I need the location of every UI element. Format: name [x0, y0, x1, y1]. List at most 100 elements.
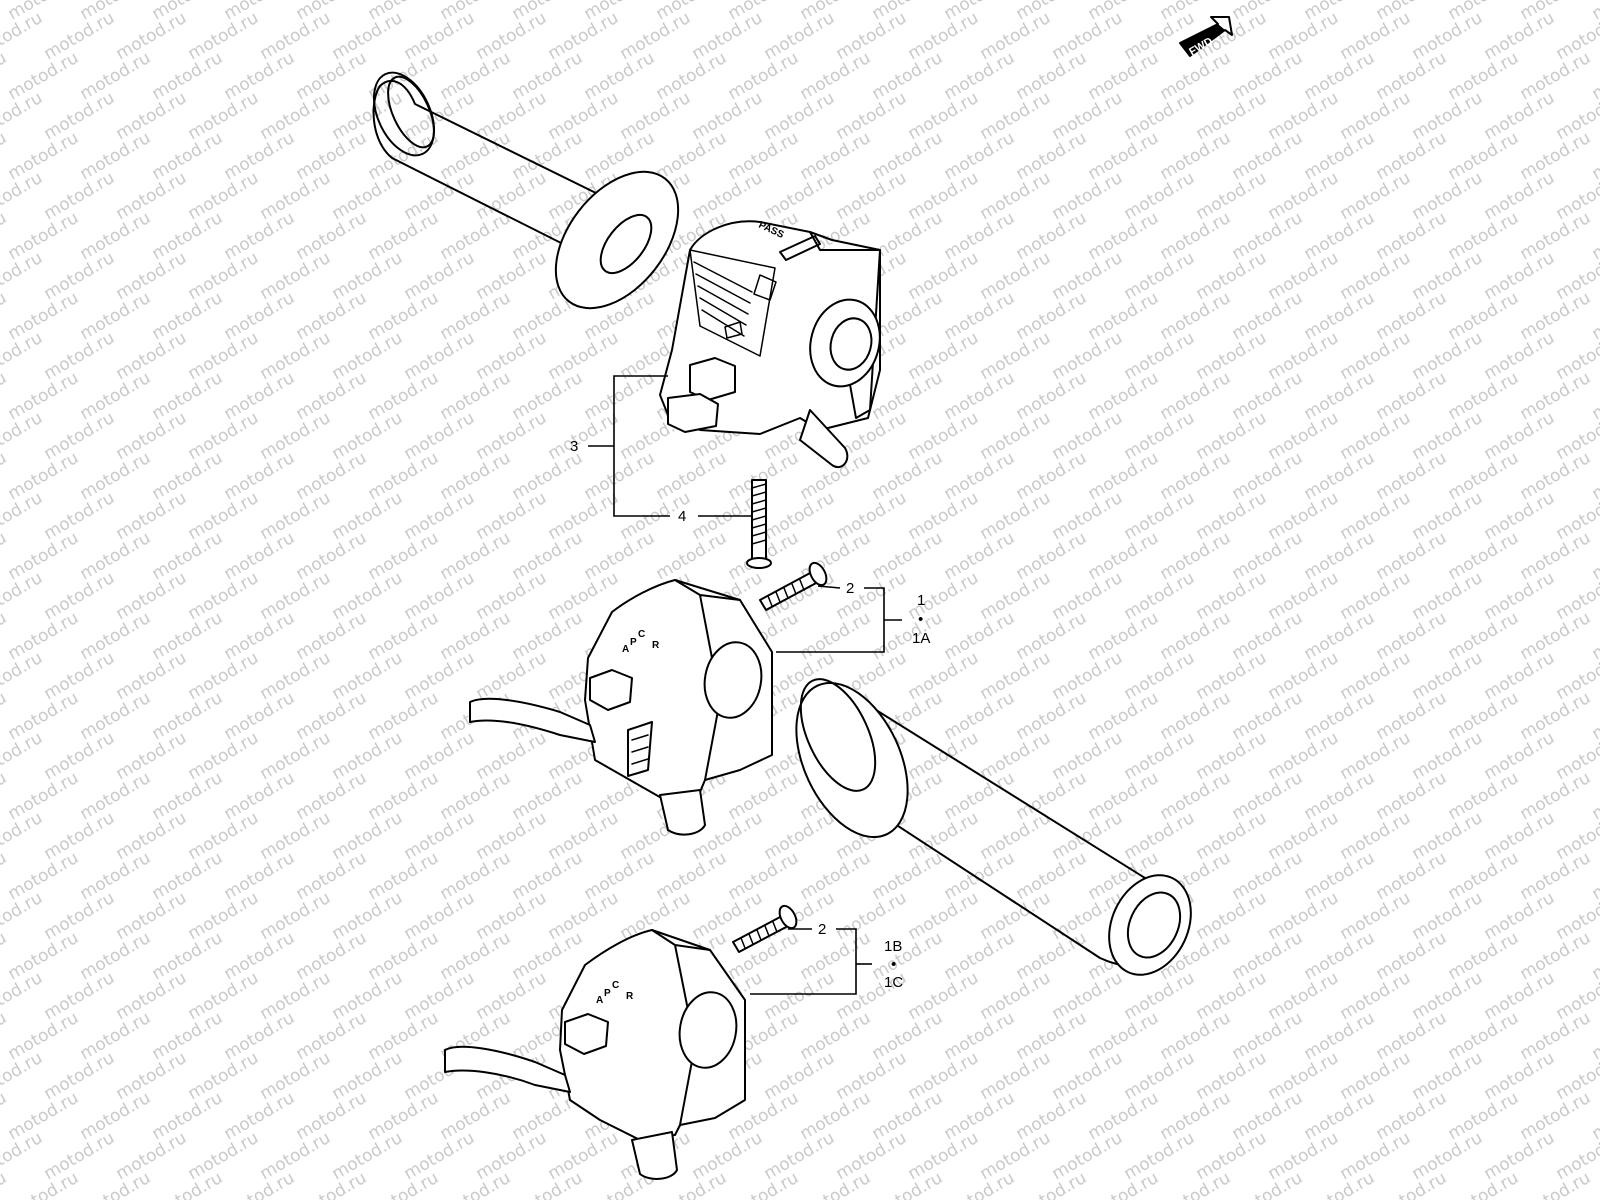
watermark-text: motod.ru: [977, 408, 1055, 464]
watermark-text: motod.ru: [977, 88, 1055, 144]
watermark-text: motod.ru: [1013, 928, 1091, 984]
watermark-text: motod.ru: [1121, 248, 1199, 304]
watermark-text: motod.ru: [509, 448, 587, 504]
watermark-text: motod.ru: [653, 848, 731, 904]
watermark-text: motod.ru: [185, 728, 263, 784]
watermark-text: motod.ru: [365, 368, 443, 424]
watermark-text: motod.ru: [77, 208, 155, 264]
watermark-text: motod.ru: [401, 1128, 479, 1184]
watermark-text: motod.ru: [1481, 648, 1559, 704]
watermark-text: motod.ru: [437, 368, 515, 424]
watermark-text: motod.ru: [1337, 568, 1415, 624]
watermark-text: motod.ru: [185, 568, 263, 624]
watermark-text: motod.ru: [329, 648, 407, 704]
watermark-text: motod.ru: [905, 8, 983, 64]
watermark-text: motod.ru: [113, 728, 191, 784]
watermark-text: motod.ru: [977, 488, 1055, 544]
watermark-text: motod.ru: [689, 1128, 767, 1184]
watermark-text: motod.ru: [1517, 448, 1595, 504]
watermark-text: motod.ru: [1409, 1128, 1487, 1184]
watermark-text: motod.ru: [581, 848, 659, 904]
watermark-text: motod.ru: [1157, 1088, 1235, 1144]
watermark-text: motod.ru: [1481, 248, 1559, 304]
watermark-text: motod.ru: [1085, 448, 1163, 504]
watermark-text: motod.ru: [1373, 128, 1451, 184]
watermark-text: motod.ru: [1049, 328, 1127, 384]
watermark-text: motod.ru: [725, 848, 803, 904]
watermark-text: motod.ru: [221, 848, 299, 904]
watermark-text: motod.ru: [1049, 1048, 1127, 1104]
watermark-text: motod.ru: [1445, 48, 1523, 104]
watermark-text: motod.ru: [689, 168, 767, 224]
watermark-text: motod.ru: [905, 328, 983, 384]
watermark-text: motod.ru: [5, 368, 83, 424]
watermark-text: motod.ru: [437, 768, 515, 824]
watermark-text: motod.ru: [1265, 728, 1343, 784]
watermark-text: motod.ru: [1013, 848, 1091, 904]
watermark-text: motod.ru: [1121, 1048, 1199, 1104]
watermark-text: motod.ru: [761, 168, 839, 224]
watermark-text: motod.ru: [77, 288, 155, 344]
watermark-text: motod.ru: [401, 808, 479, 864]
watermark-text: motod.ru: [41, 8, 119, 64]
mark-a-lower: A: [596, 995, 603, 1006]
watermark-text: motod.ru: [1409, 488, 1487, 544]
watermark-text: motod.ru: [329, 568, 407, 624]
watermark-text: motod.ru: [185, 248, 263, 304]
watermark-text: motod.ru: [1229, 288, 1307, 344]
watermark-text: motod.ru: [1013, 128, 1091, 184]
watermark-text: motod.ru: [437, 48, 515, 104]
watermark-text: motod.ru: [149, 448, 227, 504]
watermark-text: motod.ru: [761, 808, 839, 864]
watermark-text: motod.ru: [329, 168, 407, 224]
watermark-text: motod.ru: [1121, 1128, 1199, 1184]
watermark-text: motod.ru: [1229, 48, 1307, 104]
watermark-text: motod.ru: [473, 408, 551, 464]
watermark-text: motod.ru: [1085, 368, 1163, 424]
watermark-text: motod.ru: [1049, 968, 1127, 1024]
watermark-text: motod.ru: [0, 408, 46, 464]
watermark-text: motod.ru: [833, 568, 911, 624]
watermark-text: motod.ru: [1409, 808, 1487, 864]
watermark-text: motod.ru: [437, 528, 515, 584]
watermark-text: motod.ru: [941, 1088, 1019, 1144]
watermark-text: motod.ru: [1265, 1048, 1343, 1104]
watermark-text: motod.ru: [1265, 568, 1343, 624]
watermark-text: motod.ru: [1589, 608, 1600, 664]
watermark-text: motod.ru: [41, 1128, 119, 1184]
watermark-text: motod.ru: [1301, 768, 1379, 824]
watermark-text: motod.ru: [1337, 248, 1415, 304]
watermark-text: motod.ru: [149, 288, 227, 344]
watermark-text: motod.ru: [977, 168, 1055, 224]
watermark-text: motod.ru: [1337, 728, 1415, 784]
watermark-text: motod.ru: [0, 568, 46, 624]
watermark-text: motod.ru: [1301, 1008, 1379, 1064]
watermark-text: motod.ru: [113, 1128, 191, 1184]
watermark-text: motod.ru: [293, 48, 371, 104]
watermark-text: motod.ru: [257, 1128, 335, 1184]
watermark-text: motod.ru: [5, 288, 83, 344]
watermark-text: motod.ru: [185, 488, 263, 544]
watermark-text: motod.ru: [941, 448, 1019, 504]
watermark-text: motod.ru: [41, 168, 119, 224]
watermark-text: motod.ru: [77, 928, 155, 984]
watermark-text: motod.ru: [1013, 208, 1091, 264]
callout-1: 1: [917, 592, 925, 609]
watermark-text: motod.ru: [1337, 328, 1415, 384]
watermark-text: motod.ru: [185, 968, 263, 1024]
watermark-text: motod.ru: [1229, 1008, 1307, 1064]
watermark-text: motod.ru: [0, 8, 46, 64]
watermark-text: motod.ru: [113, 1048, 191, 1104]
watermark-text: motod.ru: [1301, 448, 1379, 504]
watermark-text: motod.ru: [5, 928, 83, 984]
watermark-text: motod.ru: [149, 128, 227, 184]
watermark-text: motod.ru: [1481, 1128, 1559, 1184]
watermark-text: motod.ru: [1085, 288, 1163, 344]
watermark-text: motod.ru: [1229, 608, 1307, 664]
watermark-text: motod.ru: [653, 528, 731, 584]
right-switch-housing: PASS: [659, 220, 881, 468]
watermark-text: motod.ru: [1445, 528, 1523, 584]
watermark-text: motod.ru: [149, 928, 227, 984]
watermark-text: motod.ru: [473, 808, 551, 864]
watermark-text: motod.ru: [1085, 528, 1163, 584]
